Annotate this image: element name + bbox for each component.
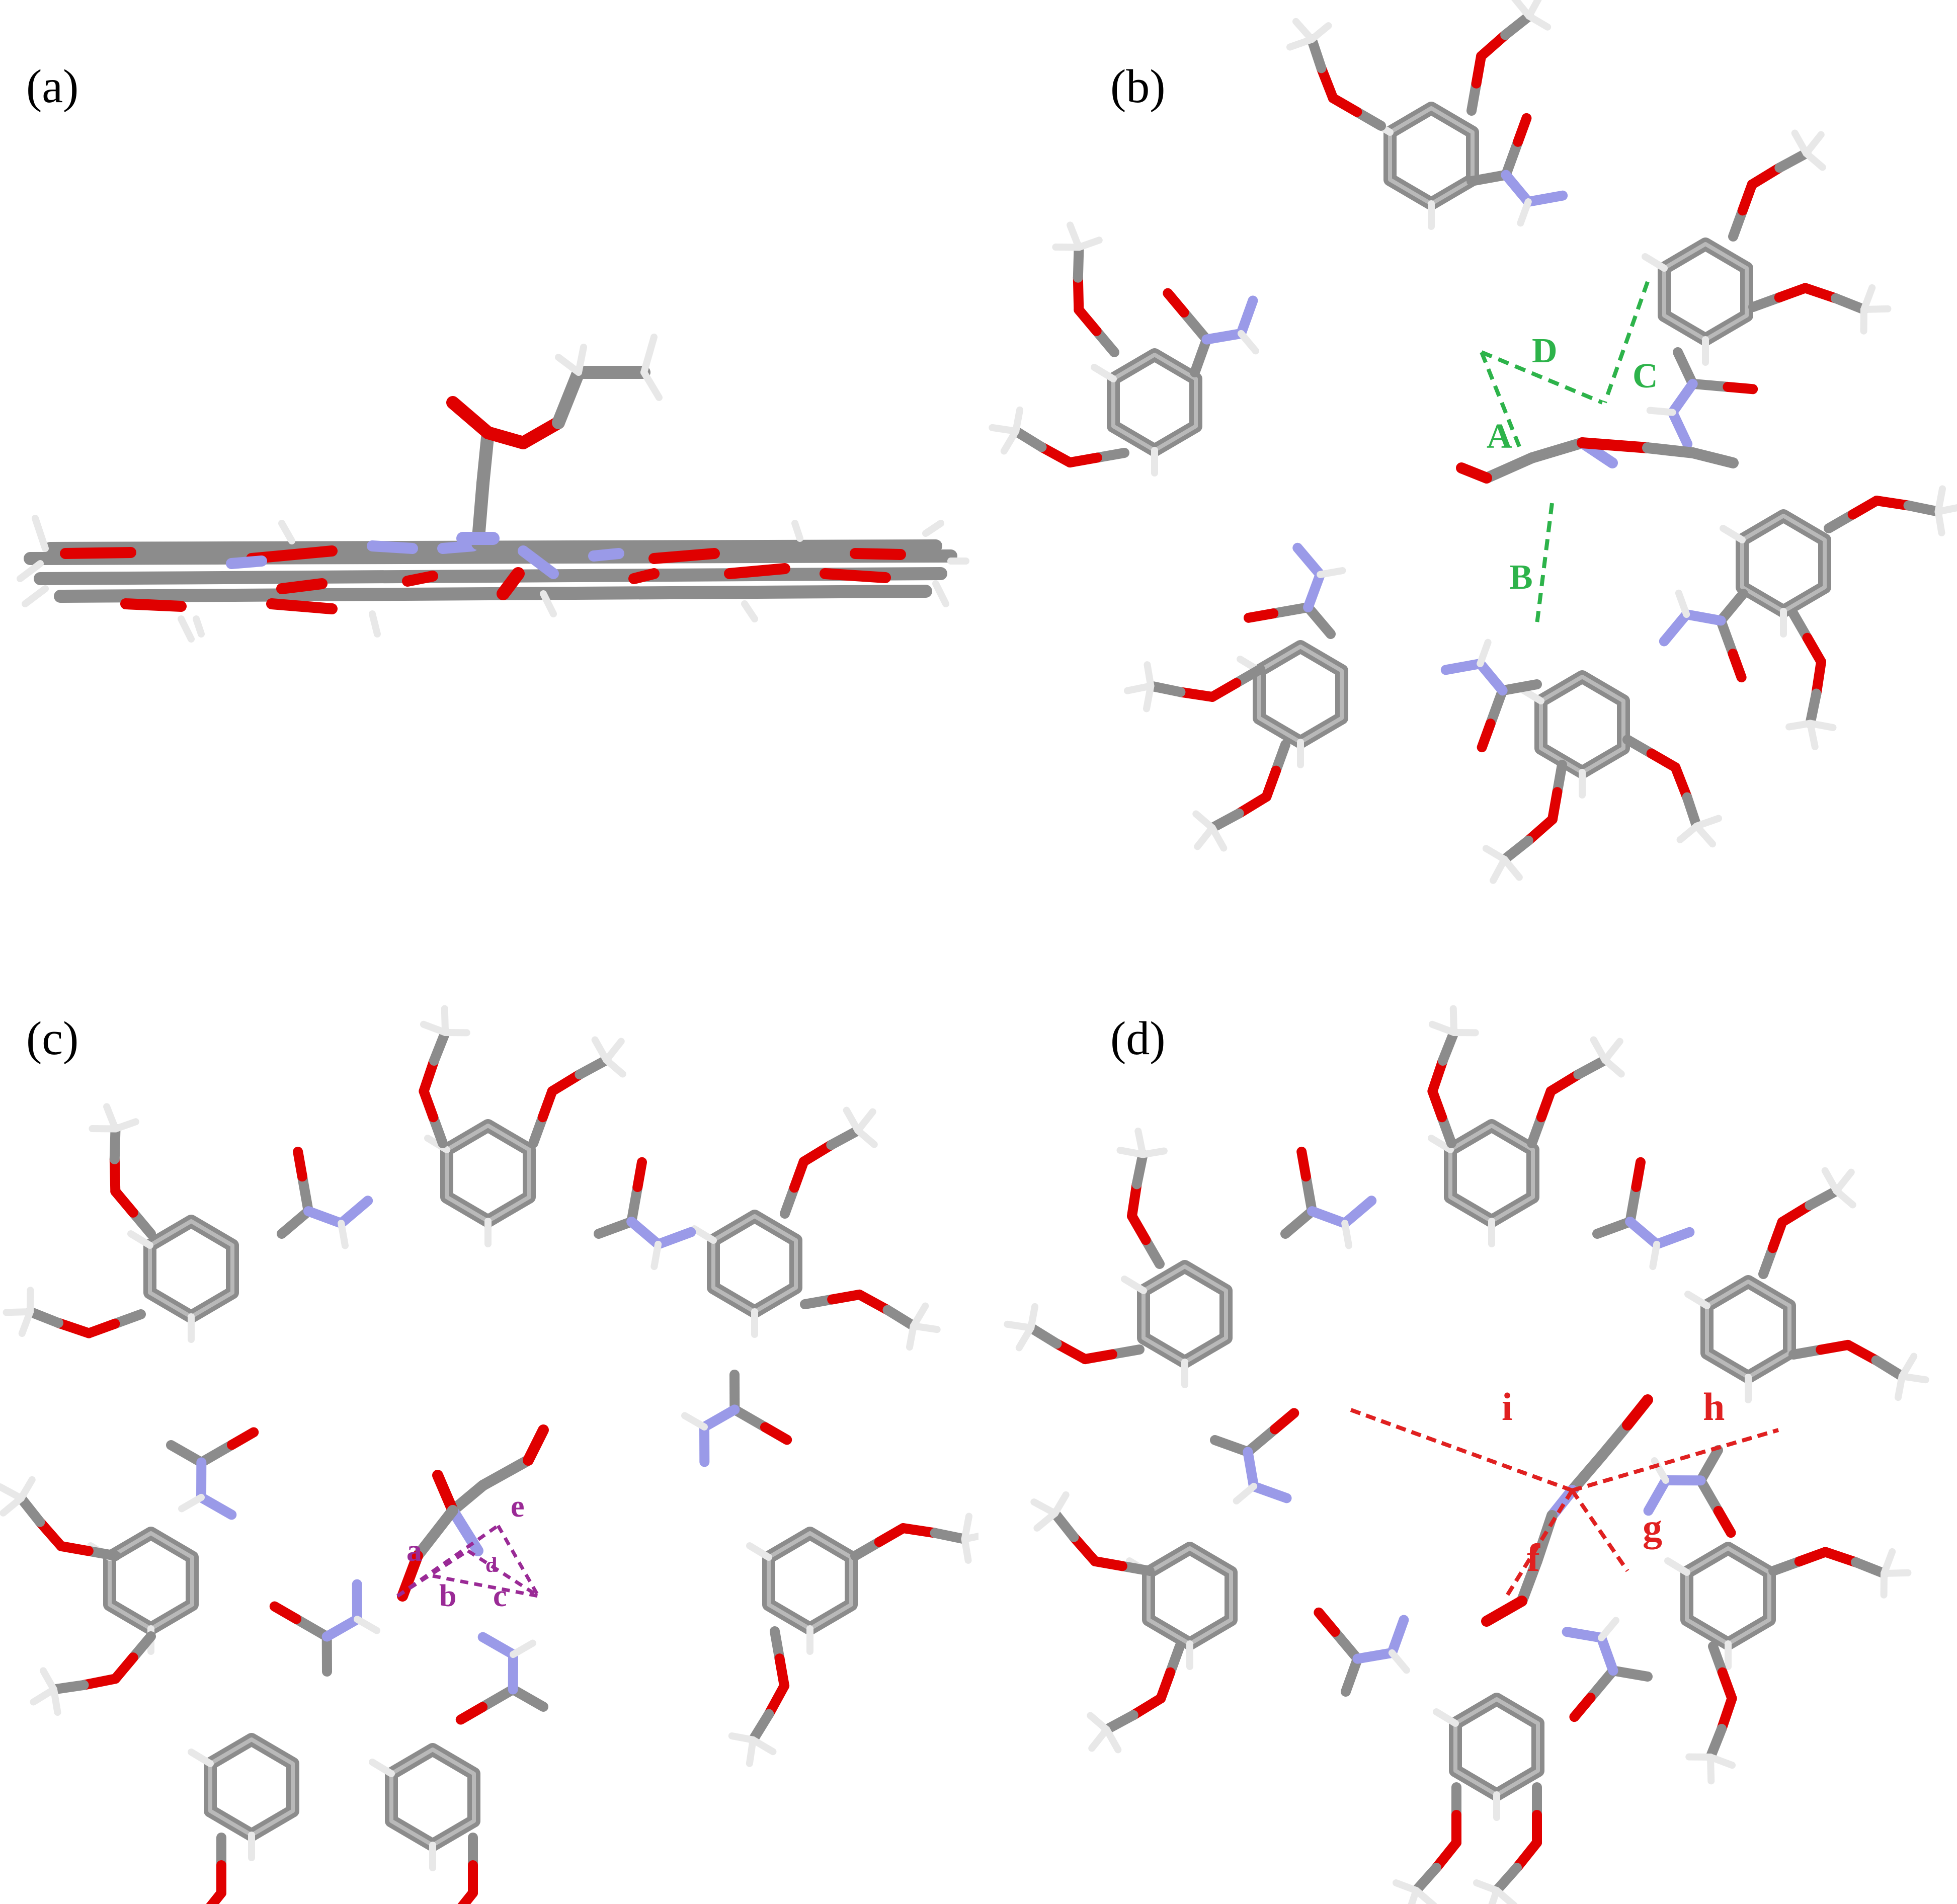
bond-label-A: A	[1487, 417, 1512, 456]
panel-c: (c)	[0, 952, 979, 1904]
side-view-molecule	[17, 334, 969, 643]
macrocycle-top-view-c: a b c d e	[0, 952, 979, 1904]
bond-label-c: c	[493, 1579, 507, 1613]
bond-label-e: e	[511, 1489, 525, 1524]
panel-d-label: (d)	[1110, 1012, 1166, 1065]
bond-label-f: f	[1527, 1536, 1540, 1579]
bond-label-h: h	[1703, 1385, 1725, 1429]
panel-a: (a)	[0, 0, 979, 952]
bond-label-d: d	[485, 1554, 497, 1577]
bond-label-b: b	[439, 1579, 456, 1613]
macrocycle-top-view-b: A B C D	[979, 0, 1957, 952]
bond-label-i: i	[1502, 1385, 1513, 1429]
bond-label-g: g	[1643, 1505, 1662, 1549]
bond-label-a: a	[406, 1534, 422, 1568]
panel-d: (d)	[979, 952, 1957, 1904]
bond-label-D: D	[1532, 332, 1558, 370]
bond-label-B: B	[1509, 558, 1533, 597]
panel-b: (b)	[979, 0, 1957, 952]
macrocycle-top-view-d: f g h i	[979, 952, 1957, 1904]
panel-a-label: (a)	[26, 60, 79, 113]
panel-c-label: (c)	[26, 1012, 79, 1065]
panel-b-label: (b)	[1110, 60, 1166, 113]
bond-label-C: C	[1633, 357, 1658, 395]
